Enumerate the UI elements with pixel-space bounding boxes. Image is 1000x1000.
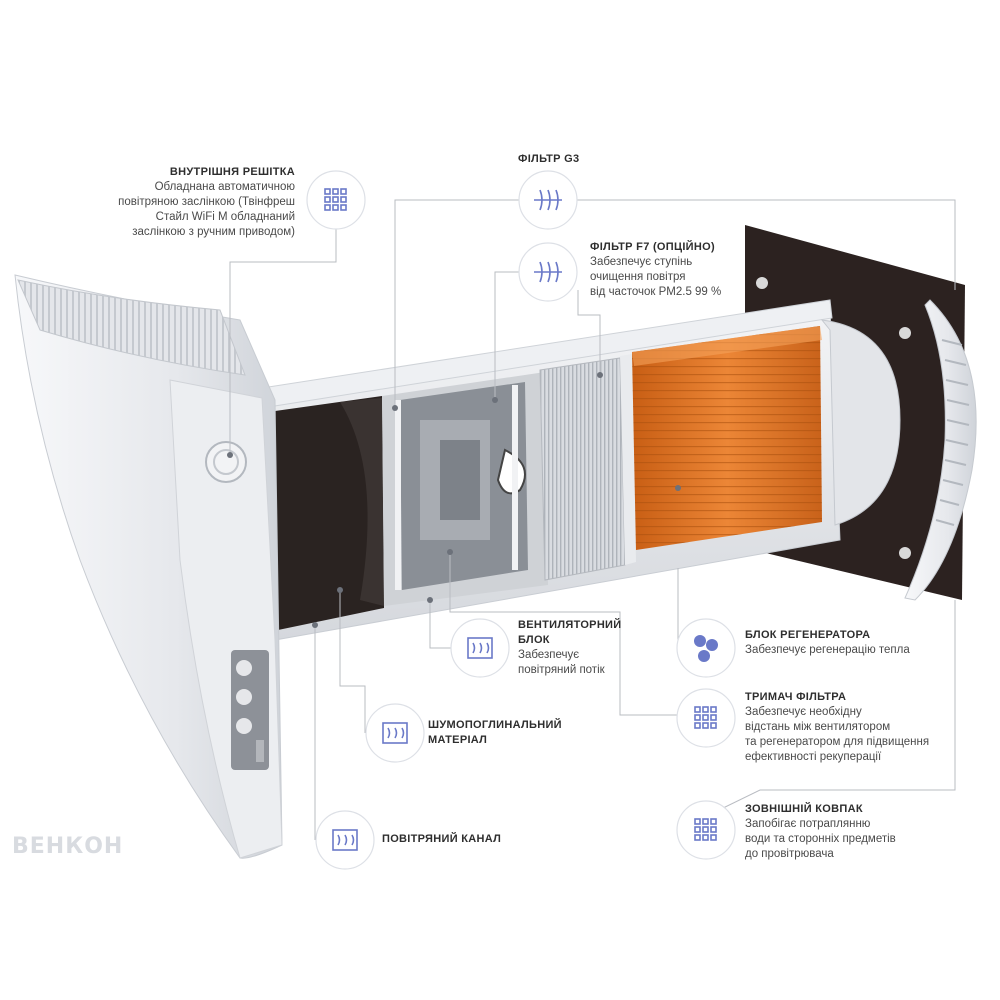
label-fan-block: ВЕНТИЛЯТОРНИЙ БЛОК Забезпечує повітряний…	[518, 618, 648, 678]
label-line: Обладнана автоматичною	[154, 181, 295, 193]
ventilator-device	[14, 225, 977, 859]
label-title: БЛОК РЕГЕНЕРАТОРА	[745, 629, 871, 641]
label-line: та регенератором для підвищення	[745, 736, 930, 748]
label-line: ефективності рекуперації	[745, 751, 882, 763]
filter-g3	[539, 357, 626, 581]
label-filter-g3: ФІЛЬТР G3	[518, 152, 579, 167]
label-title: ТРИМАЧ ФІЛЬТРА	[745, 691, 847, 703]
label-regenerator: БЛОК РЕГЕНЕРАТОРА Забезпечує регенерацію…	[745, 628, 965, 658]
fan-icon	[694, 635, 718, 662]
label-title: ФІЛЬТР G3	[518, 153, 580, 165]
filter-holder	[620, 354, 636, 565]
grid-icon	[324, 188, 347, 211]
label-line: до провітрювача	[745, 848, 834, 860]
label-line: Стайл WiFi М обладнаний	[155, 211, 295, 223]
callout-dots	[227, 372, 681, 628]
label-title: МАТЕРІАЛ	[428, 734, 488, 746]
grid-icon	[694, 818, 717, 841]
filter-icon	[534, 189, 562, 211]
label-line: від часточок PM2.5 99 %	[590, 286, 722, 298]
grid-icon	[694, 706, 717, 729]
damper-knob	[205, 441, 247, 483]
label-line: відстань між вентилятором	[745, 721, 891, 733]
label-inner-grille: ВНУТРІШНЯ РЕШІТКА Обладнана автоматичною…	[100, 165, 295, 240]
label-line: очищення повітря	[590, 271, 686, 283]
label-sound-material: ШУМОПОГЛИНАЛЬНИЙ МАТЕРІАЛ	[428, 718, 588, 748]
fan-block-icon	[467, 637, 493, 659]
channel-icon	[332, 829, 358, 851]
outer-hood-cap	[904, 299, 977, 601]
label-title: ПОВІТРЯНИЙ КАНАЛ	[382, 833, 502, 845]
label-air-channel: ПОВІТРЯНИЙ КАНАЛ	[382, 832, 542, 847]
label-line: Запобігає потраплянню	[745, 818, 871, 830]
label-title: ВНУТРІШНЯ РЕШІТКА	[169, 166, 295, 178]
absorber-icon	[382, 722, 408, 744]
label-line: повітряною заслінкою (Твінфреш	[118, 196, 295, 208]
sound-absorbing-material	[268, 396, 384, 630]
label-title: ВЕНТИЛЯТОРНИЙ	[518, 619, 622, 631]
label-line: води та сторонніх предметів	[745, 833, 896, 845]
label-filter-f7: ФІЛЬТР F7 (ОПЦІЙНО) Забезпечує ступінь о…	[590, 240, 760, 300]
callout-lines	[229, 199, 956, 840]
label-line: Забезпечує регенерацію тепла	[745, 644, 910, 656]
label-line: Забезпечує	[518, 649, 580, 661]
label-line: заслінкою з ручним приводом)	[132, 226, 295, 238]
label-line: повітряний потік	[518, 664, 605, 676]
label-outer-hood: ЗОВНІШНІЙ КОВПАК Запобігає потраплянню в…	[745, 802, 965, 862]
label-title: ФІЛЬТР F7 (ОПЦІЙНО)	[590, 241, 715, 253]
brand-logo: ВЕНКОН	[12, 834, 124, 859]
label-title: ШУМОПОГЛИНАЛЬНИЙ	[428, 719, 562, 731]
label-line: Забезпечує необхідну	[745, 706, 862, 718]
label-title: БЛОК	[518, 634, 550, 646]
filter-icon	[534, 261, 562, 283]
label-filter-holder: ТРИМАЧ ФІЛЬТРА Забезпечує необхідну відс…	[745, 690, 975, 765]
label-line: Забезпечує ступінь	[590, 256, 693, 268]
label-title: ЗОВНІШНІЙ КОВПАК	[745, 803, 863, 815]
